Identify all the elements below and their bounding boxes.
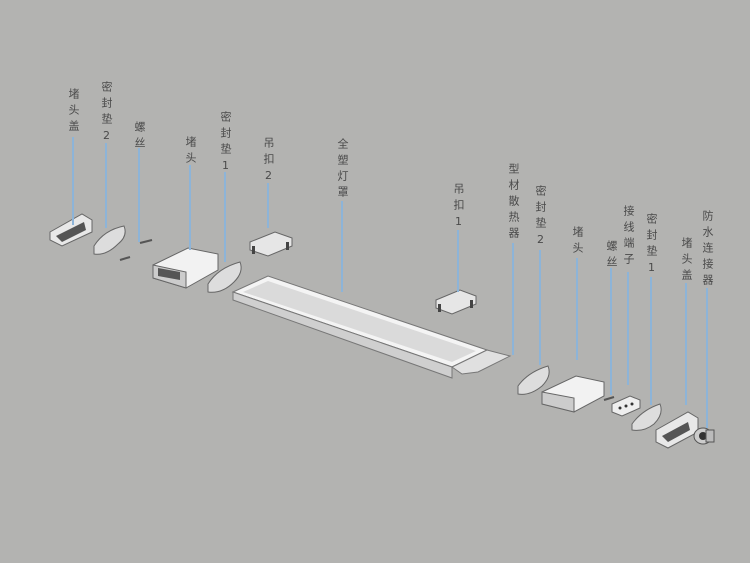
gasket-1-right xyxy=(631,403,662,431)
label-gasket-2-right: 密封垫2 xyxy=(534,185,547,251)
gasket-1-left xyxy=(207,261,242,293)
label-plastic-diffuser: 全塑灯罩 xyxy=(336,138,349,202)
waterproof-connector xyxy=(693,427,715,445)
label-gasket-1-right: 密封垫1 xyxy=(645,213,658,279)
label-gasket-1-left: 密封垫1 xyxy=(219,111,232,177)
label-screw-right: 螺丝 xyxy=(605,240,618,272)
leader-line xyxy=(138,148,140,242)
end-cap-right xyxy=(541,375,605,413)
label-hanging-clip-2: 吊扣2 xyxy=(262,137,275,187)
leader-line xyxy=(267,183,269,228)
screw-right xyxy=(603,396,615,401)
gasket-2-left xyxy=(93,225,126,255)
leader-line xyxy=(610,268,612,395)
leader-line xyxy=(512,243,514,355)
label-terminal-block: 接线端子 xyxy=(622,205,635,269)
label-end-cap-left: 堵头 xyxy=(184,136,197,168)
label-end-cap-right: 堵头 xyxy=(571,226,584,258)
gasket-2-right xyxy=(517,365,550,395)
label-hanging-clip-1: 吊扣1 xyxy=(452,183,465,233)
label-heatsink-profile: 型材散热器 xyxy=(507,163,520,243)
end-cap-cover-right xyxy=(655,411,699,449)
end-cap-left xyxy=(152,247,219,289)
leader-line xyxy=(457,230,459,292)
screws-left xyxy=(119,239,153,261)
hanging-clip-2 xyxy=(249,231,293,257)
end-cap-cover-left xyxy=(49,213,93,247)
leader-line xyxy=(341,201,343,292)
plastic-diffuser-and-heatsink xyxy=(231,275,512,379)
label-screw-left: 螺丝 xyxy=(133,121,146,153)
leader-line xyxy=(189,165,191,250)
label-gasket-2-left: 密封垫2 xyxy=(100,81,113,147)
leader-line xyxy=(224,172,226,262)
leader-line xyxy=(539,250,541,365)
hanging-clip-1 xyxy=(435,289,477,315)
leader-line xyxy=(650,277,652,405)
leader-line xyxy=(72,137,74,225)
leader-line xyxy=(685,283,687,405)
leader-line xyxy=(627,272,629,385)
leader-line xyxy=(105,143,107,228)
label-end-cap-cover-right: 堵头盖 xyxy=(680,237,693,285)
leader-line xyxy=(576,258,578,360)
label-waterproof-connector: 防水连接器 xyxy=(701,210,714,290)
terminal-block xyxy=(611,395,641,417)
label-end-cap-cover-left: 堵头盖 xyxy=(67,88,80,136)
leader-line xyxy=(706,288,708,428)
